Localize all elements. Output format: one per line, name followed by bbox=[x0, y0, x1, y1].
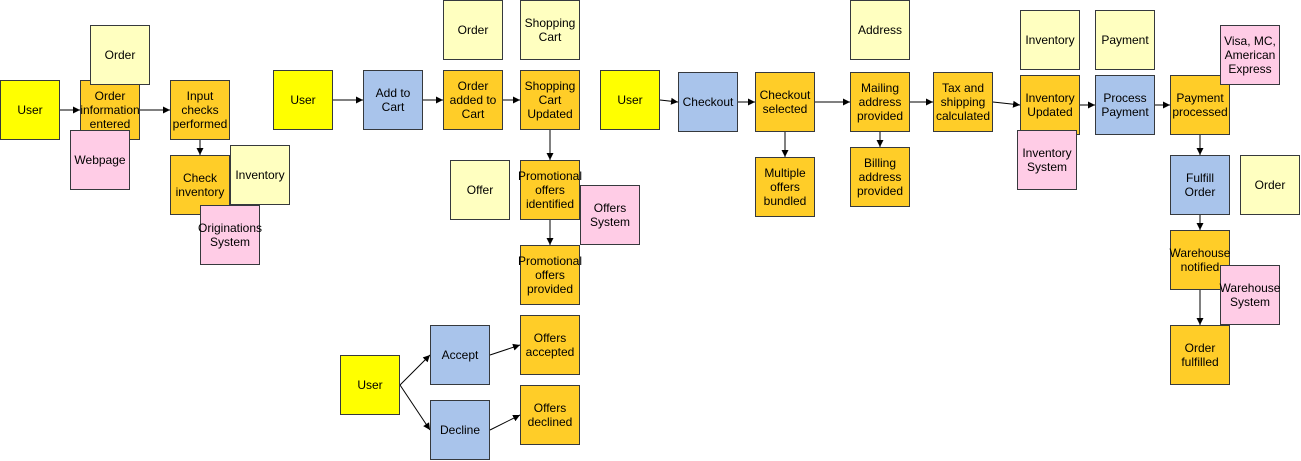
node-check-inventory: Check inventory bbox=[170, 155, 230, 215]
node-note-inventory-1: Inventory bbox=[230, 145, 290, 205]
node-note-order-3: Order bbox=[1240, 155, 1300, 215]
node-note-offers-system: Offers System bbox=[580, 185, 640, 245]
node-note-shopping-cart: Shopping Cart bbox=[520, 0, 580, 60]
node-note-inventory-2: Inventory bbox=[1020, 10, 1080, 70]
node-user-4: User bbox=[600, 70, 660, 130]
node-user-1: User bbox=[0, 80, 60, 140]
node-note-address: Address bbox=[850, 0, 910, 60]
node-input-checks-performed: Input checks performed bbox=[170, 80, 230, 140]
node-note-offer: Offer bbox=[450, 160, 510, 220]
node-note-inventory-system: Inventory System bbox=[1017, 130, 1077, 190]
node-checkout-selected: Checkout selected bbox=[755, 72, 815, 132]
node-user-3: User bbox=[340, 355, 400, 415]
node-decline[interactable]: Decline bbox=[430, 400, 490, 460]
node-checkout[interactable]: Checkout bbox=[678, 72, 738, 132]
edge-user-3-to-decline bbox=[399, 384, 431, 431]
node-promotional-offers-provided: Promotional offers provided bbox=[518, 245, 582, 305]
edge-user-3-to-accept bbox=[399, 354, 431, 386]
node-inventory-updated: Inventory Updated bbox=[1020, 75, 1080, 135]
node-note-payment-methods: Visa, MC, American Express bbox=[1220, 25, 1280, 85]
node-process-payment[interactable]: Process Payment bbox=[1095, 75, 1155, 135]
node-billing-address-provided: Billing address provided bbox=[850, 147, 910, 207]
node-tax-and-shipping-calculated: Tax and shipping calculated bbox=[933, 72, 993, 132]
node-note-originations-system: Originations System bbox=[198, 205, 262, 265]
node-offers-accepted: Offers accepted bbox=[520, 315, 580, 375]
node-note-webpage: Webpage bbox=[70, 130, 130, 190]
edge-decline-to-offers-declined bbox=[489, 414, 521, 431]
node-order-fulfilled: Order fulfilled bbox=[1170, 325, 1230, 385]
edge-user-4-to-checkout bbox=[659, 97, 679, 105]
node-note-payment: Payment bbox=[1095, 10, 1155, 70]
node-mailing-address-provided: Mailing address provided bbox=[850, 72, 910, 132]
node-shopping-cart-updated: Shopping Cart Updated bbox=[520, 70, 580, 130]
node-promotional-offers-identified: Promotional offers identified bbox=[518, 160, 582, 220]
node-note-order-1: Order bbox=[90, 25, 150, 85]
node-offers-declined: Offers declined bbox=[520, 385, 580, 445]
node-add-to-cart[interactable]: Add to Cart bbox=[363, 70, 423, 130]
node-order-added-to-cart: Order added to Cart bbox=[443, 70, 503, 130]
node-payment-processed: Payment processed bbox=[1170, 75, 1230, 135]
edge-tax-and-shipping-calculated-to-inventory-updated bbox=[992, 100, 1021, 108]
node-note-warehouse-system: Warehouse System bbox=[1220, 265, 1280, 325]
edge-accept-to-offers-accepted bbox=[489, 343, 521, 356]
node-accept[interactable]: Accept bbox=[430, 325, 490, 385]
node-multiple-offers-bundled: Multiple offers bundled bbox=[755, 157, 815, 217]
node-user-2: User bbox=[273, 70, 333, 130]
node-fulfill-order[interactable]: Fulfill Order bbox=[1170, 155, 1230, 215]
node-note-order-2: Order bbox=[443, 0, 503, 60]
